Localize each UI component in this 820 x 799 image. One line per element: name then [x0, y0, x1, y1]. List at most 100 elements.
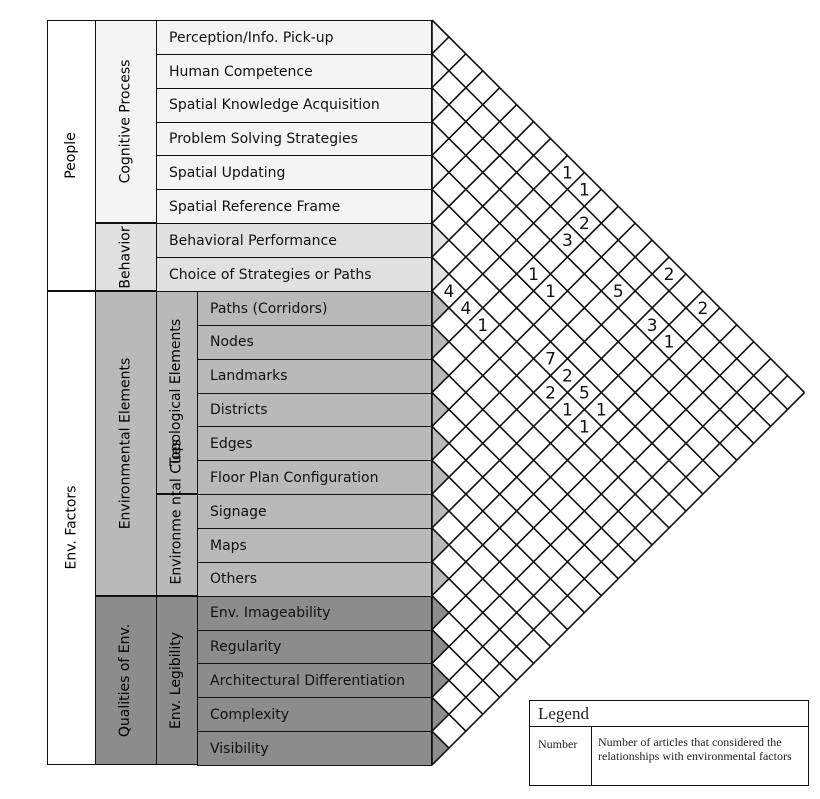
- row-item-label: Perception/Info. Pick-up: [169, 29, 334, 46]
- row-item: Human Competence: [156, 53, 432, 90]
- grid-line: [431, 358, 772, 698]
- legend: Legend Number Number of articles that co…: [529, 700, 809, 786]
- grid-line: [431, 104, 518, 190]
- row-pointer: [432, 257, 449, 291]
- relationship-value: 1: [545, 282, 556, 302]
- row-pointer: [432, 53, 449, 88]
- legend-key: Number: [530, 727, 592, 785]
- grid-line: [431, 341, 755, 664]
- grid-line: [431, 290, 704, 563]
- row-item-label: Floor Plan Configuration: [210, 469, 379, 486]
- subcategory-2: Env. Legibility: [156, 595, 198, 765]
- row-pointer: [432, 87, 449, 122]
- row-item: Spatial Knowledge Acquisition: [156, 87, 432, 124]
- row-pointer: [432, 20, 449, 54]
- row-pointer: [432, 121, 449, 156]
- grid-line: [431, 375, 789, 732]
- row-item: Behavioral Performance: [156, 223, 432, 259]
- grid-line: [431, 527, 552, 648]
- grid-line: [431, 256, 670, 495]
- subcategory-0: Topological Elements: [156, 290, 198, 495]
- row-pointer: [432, 731, 449, 765]
- relationship-value: 2: [579, 214, 590, 234]
- grid-line: [431, 239, 653, 461]
- grid-line: [431, 662, 484, 715]
- row-pointer: [432, 561, 449, 596]
- grid-line: [431, 595, 518, 681]
- grid-line: [431, 256, 687, 512]
- grid-line: [431, 307, 721, 597]
- relationship-value: 1: [562, 163, 573, 183]
- relationship-value: 1: [528, 265, 539, 285]
- row-item: Choice of Strategies or Paths: [156, 257, 432, 293]
- relationship-value: 2: [664, 265, 675, 285]
- grid-line: [431, 188, 602, 360]
- grid-line: [431, 391, 619, 580]
- relationship-value: 4: [444, 282, 455, 302]
- row-item-label: Paths (Corridors): [210, 300, 328, 317]
- row-pointer: [432, 155, 449, 190]
- relationship-value: 1: [562, 400, 573, 420]
- row-pointer: [432, 358, 449, 393]
- row-item: Spatial Updating: [156, 155, 432, 191]
- relationship-value: 1: [596, 400, 607, 420]
- grid-line: [431, 137, 552, 258]
- row-pointer: [432, 392, 449, 427]
- row-item: Architectural Differentiation: [197, 663, 432, 699]
- row-item: Visibility: [197, 731, 432, 767]
- grid-line: [431, 53, 789, 410]
- row-item: Regularity: [197, 629, 432, 665]
- relationship-value: 2: [697, 299, 708, 319]
- grid-line: [431, 391, 806, 766]
- row-item: Problem Solving Strategies: [156, 121, 432, 157]
- grid-line: [431, 154, 569, 292]
- grid-line: [431, 730, 450, 749]
- row-item-label: Edges: [210, 436, 253, 453]
- grid-line: [431, 222, 636, 427]
- relationship-value: 1: [477, 316, 488, 336]
- row-pointer: [432, 426, 449, 461]
- row-item-label: Complexity: [210, 706, 290, 723]
- row-pointer: [432, 324, 449, 359]
- row-pointer: [432, 527, 449, 562]
- relationship-value: 1: [579, 180, 590, 200]
- relationship-value: 1: [664, 333, 675, 353]
- row-item: Perception/Info. Pick-up: [156, 20, 432, 56]
- row-item: Floor Plan Configuration: [197, 460, 432, 496]
- legend-title: Legend: [530, 701, 808, 727]
- grid-line: [431, 273, 687, 529]
- row-item-label: Architectural Differentiation: [210, 673, 405, 690]
- row-item-label: Spatial Knowledge Acquisition: [169, 97, 380, 114]
- relationship-value: 2: [562, 367, 573, 387]
- relationship-value: 3: [562, 231, 573, 251]
- row-item-label: Nodes: [210, 334, 254, 351]
- relationship-value: 1: [579, 417, 590, 437]
- row-item-label: Regularity: [210, 639, 282, 656]
- row-pointer: [432, 494, 449, 528]
- row-pointer: [432, 595, 449, 630]
- grid-line: [431, 53, 467, 89]
- grid-line: [431, 459, 585, 614]
- row-item-label: Human Competence: [169, 63, 313, 80]
- row-item: Edges: [197, 426, 432, 462]
- group-1: Env. Factors: [47, 290, 96, 765]
- row-item-label: Spatial Updating: [169, 165, 286, 182]
- relationship-value: 2: [545, 384, 556, 404]
- grid-line: [431, 171, 585, 326]
- row-item: Spatial Reference Frame: [156, 189, 432, 225]
- grid-line: [431, 121, 535, 224]
- subcategory-1: Environme ntal Cues: [156, 440, 198, 596]
- row-item-label: Env. Imageability: [210, 605, 331, 622]
- row-item-label: Districts: [210, 402, 268, 419]
- relationship-value: 5: [613, 282, 624, 302]
- row-item-label: Choice of Strategies or Paths: [169, 266, 372, 283]
- row-item: Nodes: [197, 324, 432, 361]
- row-item-label: Problem Solving Strategies: [169, 131, 358, 148]
- grid-line: [431, 87, 501, 157]
- category-0: Cognitive Process: [95, 20, 157, 224]
- row-pointer: [432, 697, 449, 732]
- row-pointer: [432, 223, 449, 258]
- grid-line: [431, 36, 450, 55]
- row-item-label: Behavioral Performance: [169, 232, 337, 249]
